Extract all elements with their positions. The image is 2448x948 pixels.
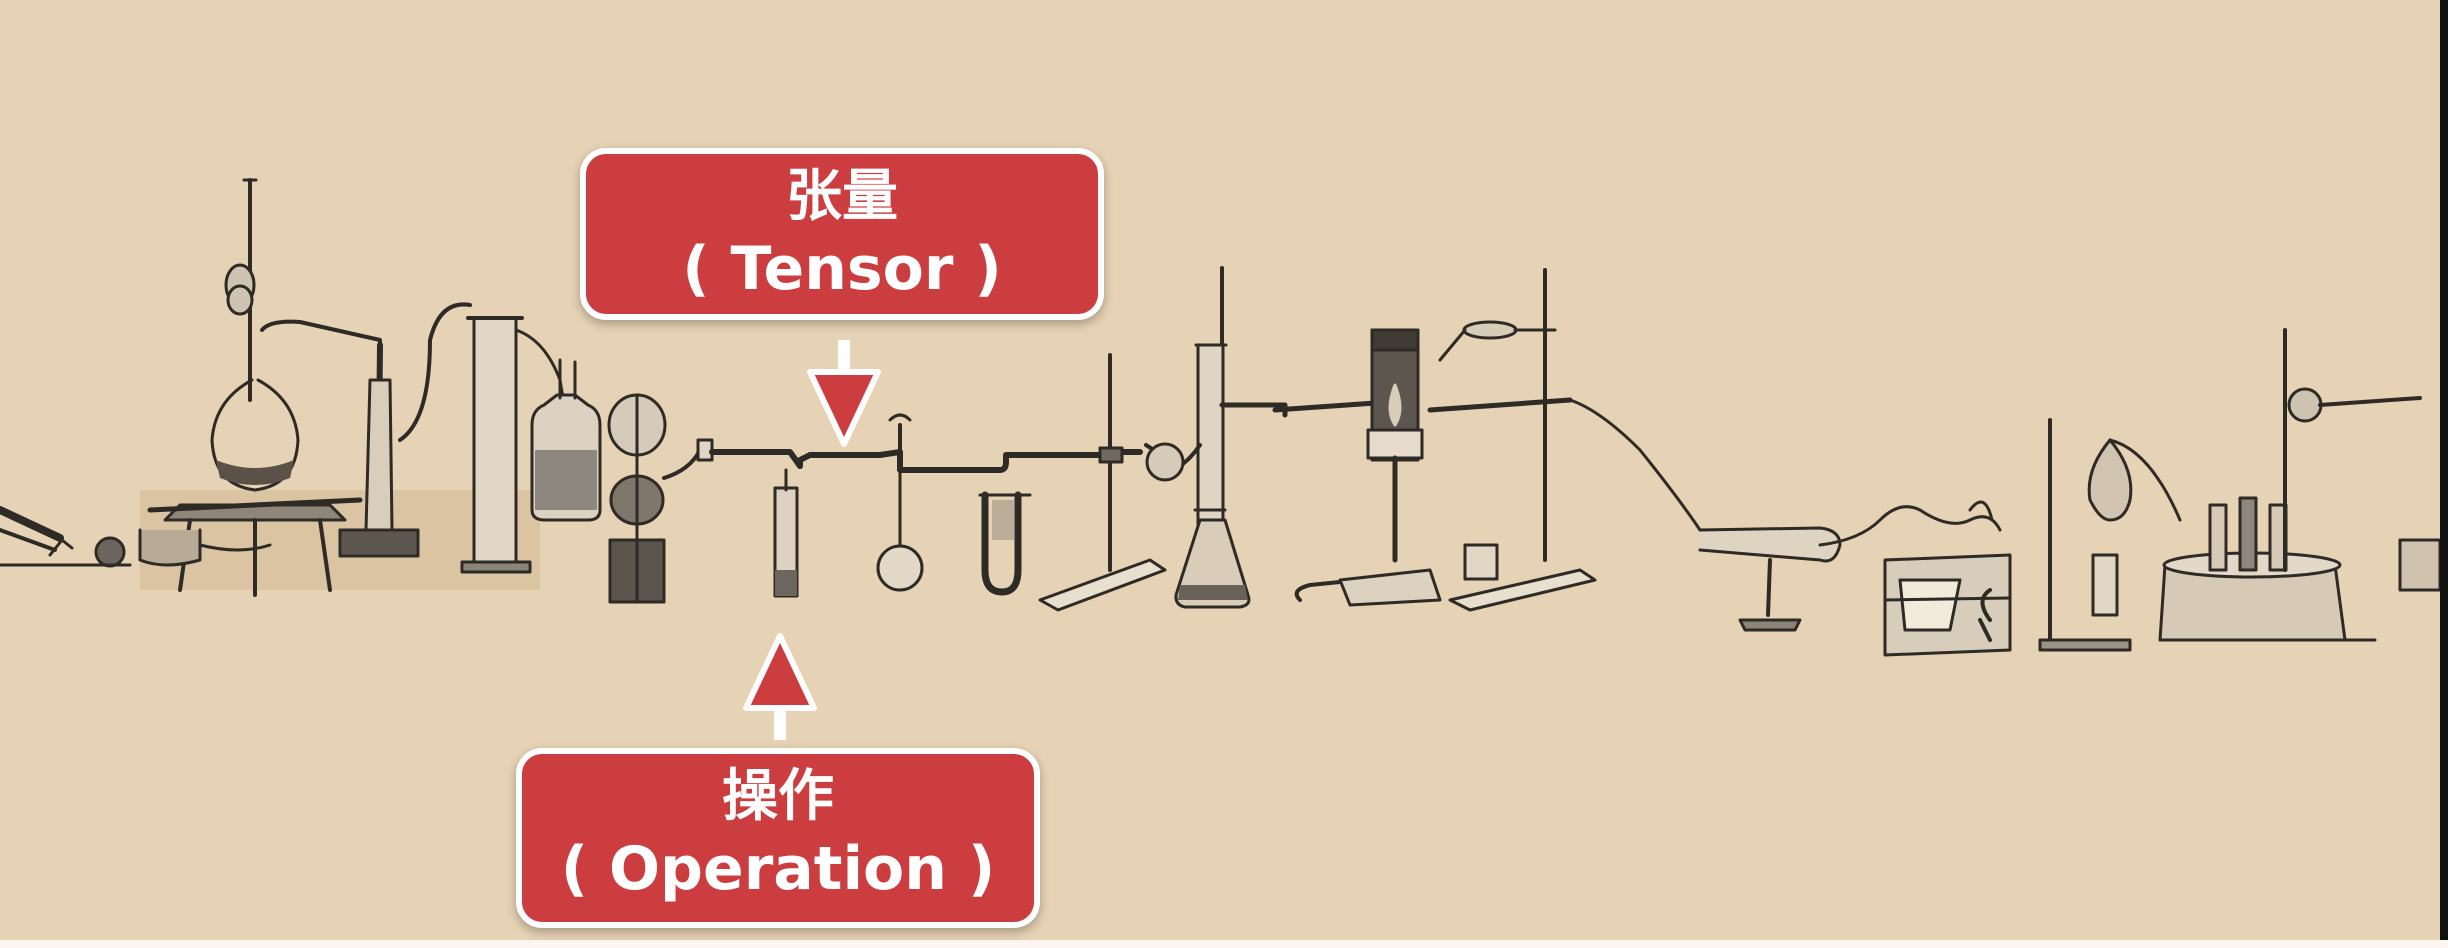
heating-tube-with-lamp <box>1698 500 2002 632</box>
operation-label-chinese: 操作 <box>722 764 834 829</box>
down-arrow-icon <box>807 340 881 447</box>
kipp-apparatus <box>607 393 714 604</box>
tensor-label-box: 张量 ( Tensor ) <box>580 148 1104 320</box>
flame-tower-burner <box>1294 328 1499 607</box>
up-arrow-icon <box>743 633 817 740</box>
burette-and-erlenmeyer <box>1144 266 1393 609</box>
cropped-right-apparatus <box>2398 538 2442 592</box>
ring-stand <box>1038 353 1167 612</box>
glass-tube-train <box>709 449 1143 473</box>
stand-with-funnel <box>1978 418 2182 652</box>
wash-bottle <box>530 358 602 522</box>
u-tube <box>978 491 1032 596</box>
gas-burner-left <box>0 506 132 568</box>
small-test-cylinder <box>773 468 799 598</box>
connecting-tubes-left <box>260 302 472 558</box>
ring-stand-with-dish <box>1427 268 1702 612</box>
round-flask-on-tripod <box>138 178 363 597</box>
tensor-label-chinese: 张量 <box>786 164 898 229</box>
glass-tank <box>1883 553 2012 657</box>
pneumatic-trough <box>2158 328 2422 642</box>
operation-label-english: ( Operation ) <box>560 834 996 904</box>
volumetric-flask <box>876 413 924 592</box>
tall-cylinder <box>460 316 567 574</box>
bottom-edge-band <box>0 940 2448 948</box>
tensor-label-english: ( Tensor ) <box>682 234 1002 304</box>
operation-label-box: 操作 ( Operation ) <box>516 748 1040 928</box>
right-edge-bar <box>2440 0 2448 948</box>
